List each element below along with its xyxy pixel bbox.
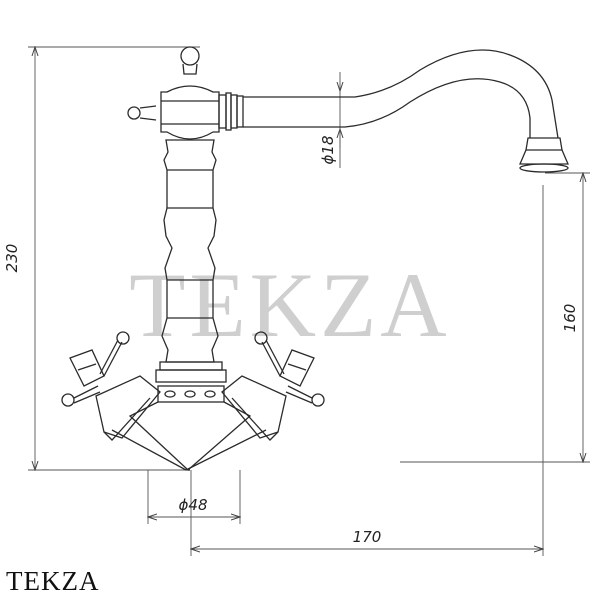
dim-spout-height: 160 (561, 304, 579, 333)
dim-spout-reach: 170 (353, 528, 382, 546)
watermark-text: TEKZA (129, 254, 450, 356)
dim-pipe-diameter: ϕ18 (319, 136, 337, 165)
dim-base-diameter: ϕ48 (179, 496, 208, 514)
faucet-body (61, 46, 569, 471)
dim-total-height: 230 (3, 244, 21, 273)
brand-label: TEKZA (6, 566, 100, 596)
dimension-lines (28, 47, 590, 556)
